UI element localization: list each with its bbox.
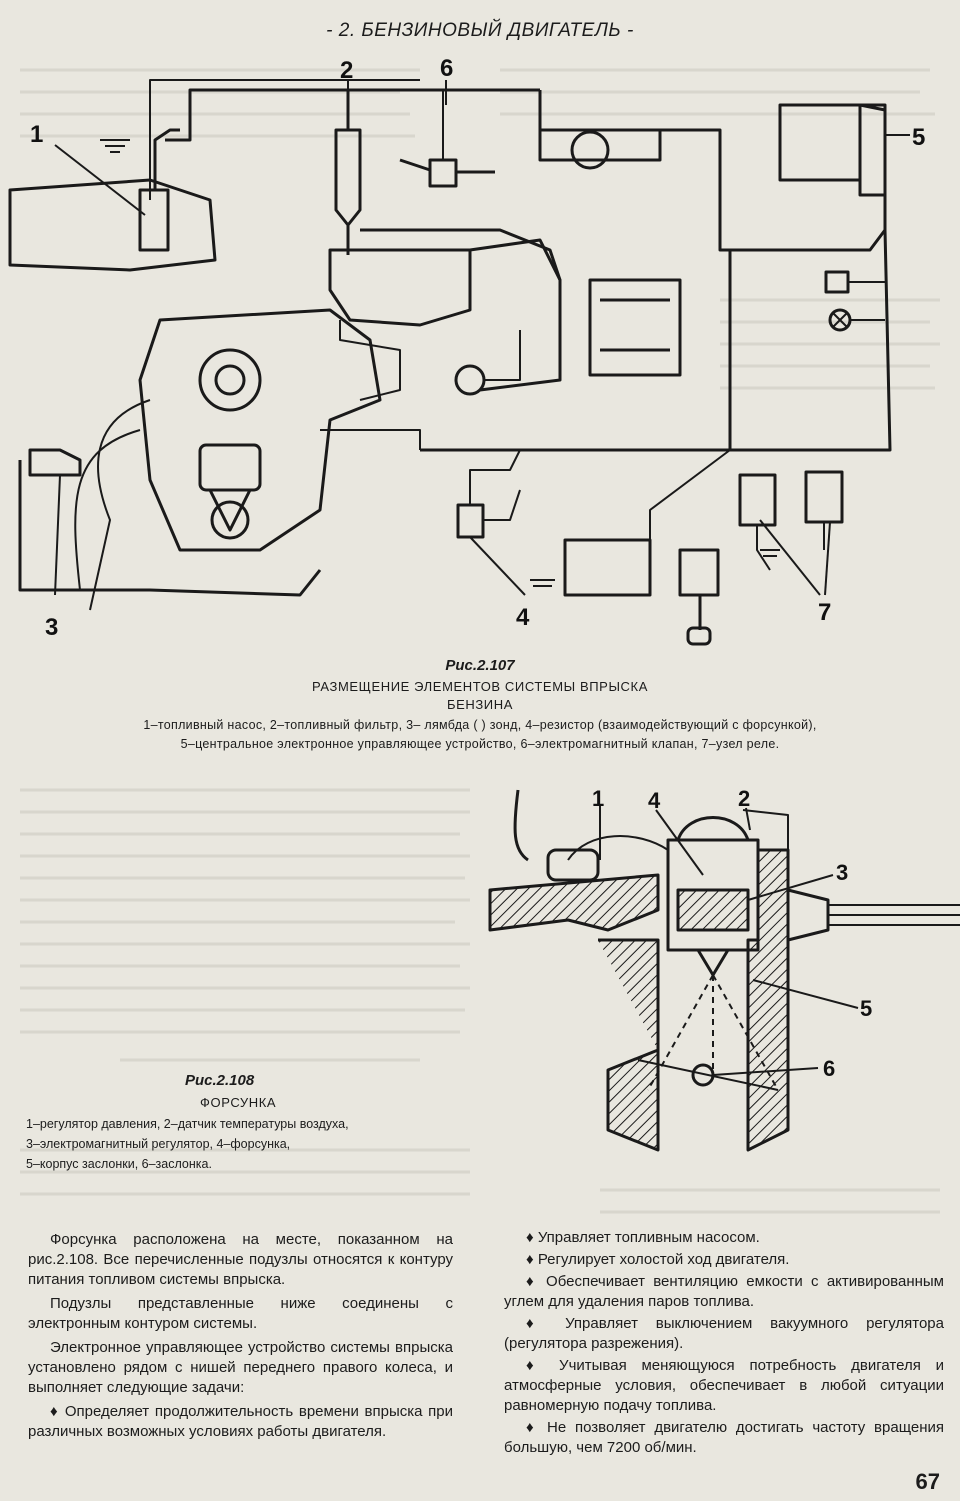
callout-4: 4 — [516, 604, 530, 631]
figure-107-title-line2: БЕНЗИНА — [446, 697, 514, 712]
callout-108-3: 3 — [836, 860, 848, 885]
figure-107-legend: 1–топливный насос, 2–топливный фильтр, 3… — [30, 716, 930, 754]
paragraph-electronic-subunits: Подузлы представленные ниже соединены с … — [28, 1295, 453, 1332]
engine-block — [138, 308, 382, 552]
paragraph-ecu-location: Электронное управляющее устройство систе… — [28, 1339, 453, 1396]
bullet-idle: ♦ Регулирует холостой ход двигателя. — [526, 1251, 790, 1268]
injection-system-diagram: 1 2 3 4 5 6 7 — [8, 55, 925, 646]
figure-108-legend-line1: 1–регулятор давления, 2–датчик температу… — [26, 1117, 349, 1131]
figure-107-legend-line2: 5–центральное электронное управляющее ус… — [180, 737, 780, 751]
page-number: 67 — [915, 1469, 940, 1494]
figure-107-title: РАЗМЕЩЕНИЕ ЭЛЕМЕНТОВ СИСТЕМЫ ВПРЫСКА БЕН… — [240, 678, 720, 714]
paragraph-injector-location: Форсунка расположена на месте, показанно… — [28, 1231, 453, 1288]
battery — [588, 278, 682, 377]
bullet-canister-ventilation: ♦ Обеспечивает вентиляцию емкости с акти… — [504, 1273, 944, 1310]
temp-sensor-body — [787, 888, 830, 942]
callout-5: 5 — [912, 124, 925, 151]
running-header: - 2. БЕНЗИНОВЫЙ ДВИГАТЕЛЬ - — [326, 20, 634, 41]
callout-108-2: 2 — [738, 786, 750, 811]
bullet-vacuum-regulator: ♦ Управляет выключением вакуумного регул… — [504, 1315, 944, 1352]
injector-nozzle — [696, 949, 730, 977]
lambda-sensor — [28, 448, 82, 477]
relay-2 — [804, 470, 844, 524]
callout-3: 3 — [45, 614, 58, 641]
bullet-fuel-supply: ♦ Учитывая меняющуюся потребность двигат… — [504, 1357, 944, 1414]
callout-7: 7 — [818, 599, 831, 626]
callout-108-5: 5 — [860, 996, 872, 1021]
fuel-pump-body — [138, 188, 170, 252]
figure-107-number: Рис.2.107 — [445, 657, 515, 674]
bullet-injection-duration: ♦ Определяет продолжительность времени в… — [28, 1403, 453, 1440]
relay-1 — [738, 473, 777, 527]
callout-1: 1 — [30, 121, 43, 148]
central-control-unit — [858, 103, 887, 197]
callout-6: 6 — [440, 55, 453, 82]
left-text-column: Форсунка расположена на месте, показанно… — [28, 1230, 453, 1444]
battery-2 — [563, 538, 652, 597]
figure-108-title: ФОРСУНКА — [200, 1095, 277, 1110]
throttle-housing-left — [598, 938, 660, 1152]
callout-108-4: 4 — [648, 788, 661, 813]
piston — [198, 443, 262, 492]
figure-108-number: Рис.2.108 — [185, 1072, 255, 1089]
fuel-passage-housing — [488, 873, 660, 932]
fuel-filter — [334, 128, 362, 227]
air-inlet-wall — [513, 789, 529, 862]
relay-small — [678, 548, 720, 597]
right-text-column: ♦ Управляет топливным насосом. ♦ Регулир… — [504, 1228, 944, 1460]
fuel-line-main — [165, 88, 540, 142]
pressure-regulator — [546, 848, 600, 882]
figure-108-legend-line3: 5–корпус заслонки, 6–заслонка. — [26, 1157, 212, 1171]
injector-cap — [676, 816, 750, 842]
throttle-body — [328, 248, 472, 327]
resistor — [456, 503, 485, 539]
figure-108-legend: 1–регулятор давления, 2–датчик температу… — [26, 1114, 460, 1174]
callout-108-1: 1 — [592, 786, 604, 811]
bullet-fuel-pump: ♦ Управляет топливным насосом. — [526, 1229, 760, 1246]
callout-108-6: 6 — [823, 1056, 835, 1081]
callout-2: 2 — [340, 57, 353, 84]
fuel-tank — [8, 178, 217, 272]
ecu-connector — [538, 128, 662, 162]
figure-108-caption: Рис.2.108 ФОРСУНКА 1–регулятор давления,… — [20, 1072, 460, 1174]
injector-diagram: 1 4 2 3 5 6 — [488, 786, 960, 1152]
solenoid-coil — [676, 888, 750, 932]
figure-108-legend-line2: 3–электромагнитный регулятор, 4–форсунка… — [26, 1137, 291, 1151]
solenoid-valve — [428, 158, 458, 188]
figure-107-legend-line1: 1–топливный насос, 2–топливный фильтр, 3… — [143, 718, 817, 732]
bullet-rpm-limit: ♦ Не позволяет двигателю достигать часто… — [504, 1419, 944, 1456]
figure-107-title-line1: РАЗМЕЩЕНИЕ ЭЛЕМЕНТОВ СИСТЕМЫ ВПРЫСКА — [312, 679, 648, 694]
